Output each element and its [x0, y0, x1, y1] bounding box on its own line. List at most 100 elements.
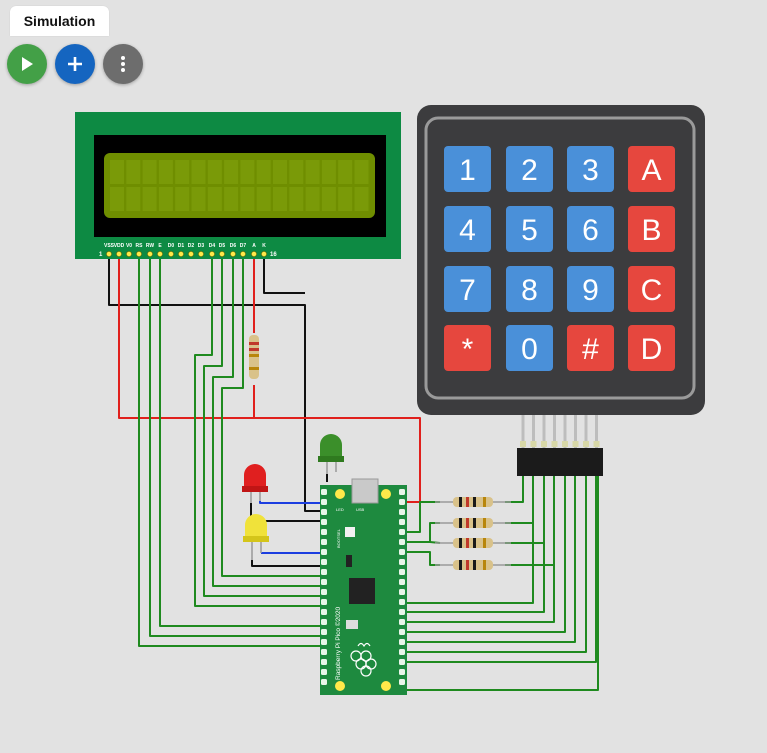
lcd-pin[interactable] [157, 251, 163, 257]
rp2040-chip [349, 578, 375, 604]
key-0[interactable]: 0 [506, 325, 553, 371]
lcd-pin[interactable] [209, 251, 215, 257]
lcd-pin[interactable] [219, 251, 225, 257]
resistor[interactable] [435, 518, 511, 528]
key-label: 8 [521, 274, 538, 307]
key-label: 2 [521, 154, 538, 187]
key-*[interactable]: * [444, 325, 491, 371]
lcd-pin[interactable] [116, 251, 122, 257]
add-part-button[interactable] [55, 44, 95, 84]
resistor[interactable] [249, 335, 259, 379]
lcd-pin[interactable] [251, 251, 257, 257]
keypad-connector [517, 415, 603, 476]
bootsel-button[interactable] [345, 527, 355, 537]
tab-simulation[interactable]: Simulation [10, 6, 109, 36]
lcd-pin[interactable] [188, 251, 194, 257]
resistor[interactable] [435, 560, 511, 570]
lcd-pin[interactable] [147, 251, 153, 257]
lcd-pin-label: VSS [104, 243, 115, 249]
lcd-pin[interactable] [230, 251, 236, 257]
key-2[interactable]: 2 [506, 146, 553, 192]
pico-flash [346, 620, 358, 629]
key-label: * [462, 333, 474, 366]
lcd-pin-label: RW [146, 243, 155, 249]
key-B[interactable]: B [628, 206, 675, 252]
lcd-pin-label: VDD [114, 243, 125, 249]
plus-icon [67, 56, 83, 72]
key-D[interactable]: D [628, 325, 675, 371]
red-led[interactable] [242, 464, 268, 503]
key-label: 9 [582, 274, 599, 307]
raspberry-logo [350, 642, 377, 677]
key-label: 0 [521, 333, 538, 366]
lcd-pin[interactable] [168, 251, 174, 257]
led-label: LED [336, 507, 344, 512]
lcd-pin[interactable] [198, 251, 204, 257]
pico-silkscreen: Raspberry Pi Pico ©2020 [334, 607, 342, 680]
keypad-frame [424, 116, 696, 400]
usb-label: USB [356, 507, 365, 512]
lcd-pin-label: D6 [230, 243, 237, 249]
key-label: 3 [582, 154, 599, 187]
yellow-led[interactable] [243, 514, 269, 560]
key-#[interactable]: # [567, 325, 614, 371]
key-6[interactable]: 6 [567, 206, 614, 252]
bootsel-label: BOOTSEL [336, 528, 341, 548]
lcd-pin-label: D2 [188, 243, 195, 249]
key-label: 6 [582, 214, 599, 247]
lcd-pin-label: K [262, 243, 266, 249]
key-label: 5 [521, 214, 538, 247]
key-5[interactable]: 5 [506, 206, 553, 252]
lcd-pin-last-label: 16 [270, 252, 277, 258]
mount-hole [381, 681, 391, 691]
raspberry-pi-pico[interactable]: LED USB BOOTSEL Raspberry Pi Pico ©2020 [320, 478, 407, 695]
lcd-pin-label: D7 [240, 243, 247, 249]
kebab-menu-icon [120, 55, 126, 73]
pico-chip-small [346, 555, 352, 567]
more-menu-button[interactable] [103, 44, 143, 84]
lcd-pin-label: RS [136, 243, 144, 249]
green-led[interactable] [318, 434, 344, 474]
mount-hole [335, 489, 345, 499]
resistors [249, 335, 511, 570]
lcd-pin-label: A [252, 243, 256, 249]
lcd-pin-label: D4 [209, 243, 216, 249]
lcd-pin[interactable] [261, 251, 267, 257]
pico-pins [321, 489, 405, 685]
key-9[interactable]: 9 [567, 266, 614, 312]
key-1[interactable]: 1 [444, 146, 491, 192]
lcd-pin-label: D0 [168, 243, 175, 249]
key-label: 7 [459, 274, 476, 307]
key-label: # [582, 333, 599, 366]
key-label: B [641, 214, 661, 247]
play-button[interactable] [7, 44, 47, 84]
usb-connector [351, 478, 379, 504]
key-C[interactable]: C [628, 266, 675, 312]
lcd-pin-label: V0 [126, 243, 132, 249]
resistor[interactable] [435, 538, 511, 548]
resistor[interactable] [435, 497, 511, 507]
lcd-pin[interactable] [240, 251, 246, 257]
lcd-pin[interactable] [106, 251, 112, 257]
lcd-pin[interactable] [136, 251, 142, 257]
key-A[interactable]: A [628, 146, 675, 192]
key-7[interactable]: 7 [444, 266, 491, 312]
lcd-pin-label: D3 [198, 243, 205, 249]
key-8[interactable]: 8 [506, 266, 553, 312]
lcd-pin[interactable] [178, 251, 184, 257]
key-label: C [641, 274, 663, 307]
key-3[interactable]: 3 [567, 146, 614, 192]
lcd-pin-label: D5 [219, 243, 226, 249]
key-label: 1 [459, 154, 476, 187]
lcd-pin[interactable] [126, 251, 132, 257]
lcd-pin-label: D1 [178, 243, 185, 249]
lcd-pin-label: E [158, 243, 162, 249]
key-4[interactable]: 4 [444, 206, 491, 252]
mount-hole [335, 681, 345, 691]
mount-hole [381, 489, 391, 499]
key-label: 4 [459, 214, 476, 247]
